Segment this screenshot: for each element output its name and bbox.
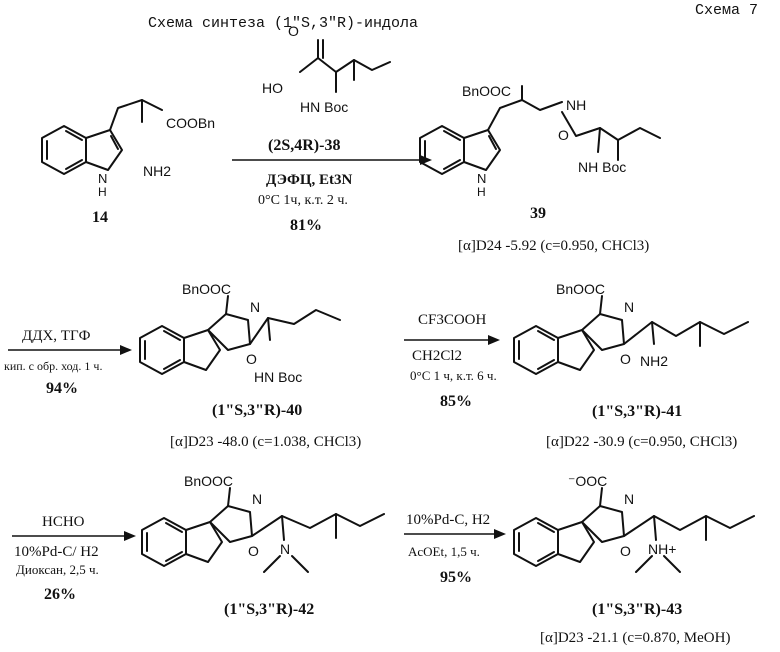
step3-solvent: CH2Cl2 bbox=[412, 348, 462, 364]
compound-41-label: (1"S,3"R)-41 bbox=[592, 403, 682, 420]
reagent-38-structure bbox=[299, 39, 391, 93]
compound-39-amide-nh: NH bbox=[566, 97, 586, 113]
step3-conditions: 0°C 1 ч, к.т. 6 ч. bbox=[410, 368, 497, 383]
compound-43-rotation: [α]D23 -21.1 (c=0.870, MeOH) bbox=[540, 630, 730, 646]
step3-arrowhead bbox=[488, 335, 500, 345]
step4-arrowhead bbox=[124, 531, 136, 541]
compound-41-oxazole-n: N bbox=[624, 299, 634, 315]
compound-41-structure bbox=[513, 295, 749, 375]
compound-14-h: H bbox=[98, 185, 107, 199]
compound-42-structure bbox=[141, 487, 385, 573]
compound-39-label: 39 bbox=[530, 205, 546, 222]
compound-39-structure bbox=[419, 85, 661, 175]
step2-reagent: ДДХ, ТГФ bbox=[22, 328, 91, 344]
compound-42-amine: N bbox=[280, 541, 290, 557]
compound-42-oxazole-o: O bbox=[248, 543, 259, 559]
compound-14-nh: N bbox=[98, 171, 107, 186]
compound-39-indole-n: N bbox=[477, 171, 486, 186]
compound-40-structure bbox=[139, 295, 341, 375]
step2-conditions: кип. с обр. ход. 1 ч. bbox=[4, 359, 102, 373]
compound-42-oxazole-n: N bbox=[252, 491, 262, 507]
step2-yield: 94% bbox=[46, 380, 78, 397]
compound-40-oxazole-o: O bbox=[246, 351, 257, 367]
compound-14-label: 14 bbox=[92, 209, 108, 226]
step5-yield: 95% bbox=[440, 569, 472, 586]
step5-arrowhead bbox=[494, 529, 506, 539]
compound-14-ester: COOBn bbox=[166, 115, 215, 131]
compound-43-label: (1"S,3"R)-43 bbox=[592, 601, 682, 618]
compound-40-ester: BnOOC bbox=[182, 281, 231, 297]
compound-43-oxazole-o: O bbox=[620, 543, 631, 559]
compound-43-amine: NH+ bbox=[648, 541, 676, 557]
compound-14-structure bbox=[41, 99, 163, 175]
step4-conditions: Диоксан, 2,5 ч. bbox=[16, 562, 99, 577]
step1-conditions2: 0°C 1ч, к.т. 2 ч. bbox=[258, 193, 348, 208]
scheme-number: Схема 7 bbox=[695, 2, 758, 19]
compound-43-oxazole-n: N bbox=[624, 491, 634, 507]
compound-41-amine: NH2 bbox=[640, 353, 668, 369]
step5-conditions: AcOEt, 1,5 ч. bbox=[408, 544, 480, 559]
compound-40-boc: HN Boc bbox=[254, 369, 302, 385]
step2-arrowhead bbox=[120, 345, 132, 355]
compound-43-ester: ⁻OOC bbox=[568, 473, 607, 489]
step1-yield: 81% bbox=[290, 217, 322, 234]
reagent-38-boc: HN Boc bbox=[300, 99, 348, 115]
step5-reagent: 10%Pd-C, H2 bbox=[406, 512, 490, 528]
compound-39-indole-h: H bbox=[477, 185, 486, 199]
step3-reagent: CF3COOH bbox=[418, 312, 487, 328]
step3-yield: 85% bbox=[440, 393, 472, 410]
step1-conditions1: ДЭФЦ, Et3N bbox=[266, 172, 352, 188]
compound-40-oxazole-n: N bbox=[250, 299, 260, 315]
compound-39-rotation: [α]D24 -5.92 (c=0.950, CHCl3) bbox=[458, 238, 649, 254]
scheme-title: Схема синтеза (1"S,3"R)-индола bbox=[148, 15, 418, 32]
compound-39-boc: NH Boc bbox=[578, 159, 626, 175]
compound-43-structure bbox=[513, 487, 755, 573]
compound-14-amine: NH2 bbox=[143, 163, 171, 179]
compound-42-label: (1"S,3"R)-42 bbox=[224, 601, 314, 618]
step4-reagent: HCHO bbox=[42, 514, 85, 530]
compound-42-ester: BnOOC bbox=[184, 473, 233, 489]
step1-reagent: (2S,4R)-38 bbox=[268, 137, 340, 154]
compound-41-oxazole-o: O bbox=[620, 351, 631, 367]
compound-40-rotation: [α]D23 -48.0 (c=1.038, CHCl3) bbox=[170, 434, 361, 450]
compound-41-rotation: [α]D22 -30.9 (c=0.950, CHCl3) bbox=[546, 434, 737, 450]
compound-39-ester: BnOOC bbox=[462, 83, 511, 99]
reagent-38-carbonyl-o: O bbox=[288, 23, 299, 39]
step4-yield: 26% bbox=[44, 586, 76, 603]
reagent-38-ho: HO bbox=[262, 80, 283, 96]
compound-40-label: (1"S,3"R)-40 bbox=[212, 402, 302, 419]
step4-catalyst: 10%Pd-C/ H2 bbox=[14, 544, 99, 560]
compound-41-ester: BnOOC bbox=[556, 281, 605, 297]
compound-39-carbonyl-o: O bbox=[558, 127, 569, 143]
